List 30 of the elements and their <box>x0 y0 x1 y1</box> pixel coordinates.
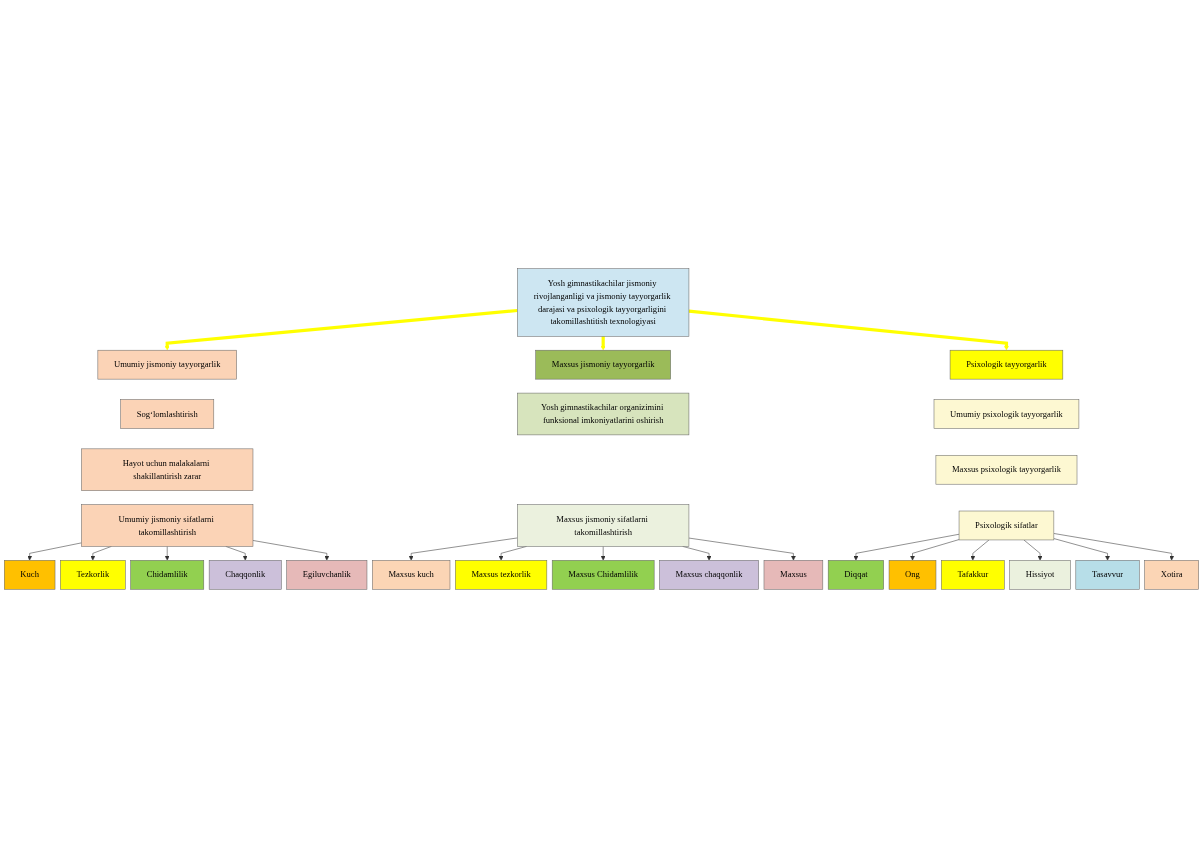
node-box: Tafakkur <box>941 560 1005 590</box>
node-box: Maxsus jismoniy tayyorgarlik <box>535 349 671 380</box>
node-box: Hissiyot <box>1009 560 1071 590</box>
node-box: Kuch <box>4 560 56 590</box>
node-box: Psixologik sifatlar <box>958 510 1055 541</box>
node-box: Diqqat <box>827 560 884 590</box>
node-box: Ong <box>888 560 937 590</box>
node-box: Maxsus chaqqonlik <box>659 560 759 590</box>
node-box: Xotira <box>1144 560 1199 590</box>
node-box: Maxsus psixologik tayyorgarlik <box>935 455 1078 485</box>
arrow <box>688 309 1009 351</box>
node-box: Chidamlilik <box>130 560 205 590</box>
node-box: Sog‘lomlashtirish <box>120 399 215 429</box>
node-box: Hayot uchun malakalarni shakillantirish zarar <box>81 448 254 491</box>
node-box: Umumiy psixologik tayyorgarlik <box>933 399 1080 429</box>
node-box: Chaqqonlik <box>208 560 282 590</box>
node-box: Yosh gimnastikachilar jismoniy rivojlanganligi va jismoniy tayyorgarlik darajasi va psixologik tayyorgarligini takomillashtitish texnologiyasi <box>517 268 690 337</box>
node-box: Psixologik tayyorgarlik <box>949 349 1064 380</box>
node-box: Maxsus tezkorlik <box>455 560 548 590</box>
node-box: Tezkorlik <box>60 560 126 590</box>
node-box: Maxsus <box>763 560 824 590</box>
node-box: Tasavvur <box>1075 560 1140 590</box>
node-box: Umumiy jismoniy sifatlarni takomillashtirish <box>81 504 254 547</box>
node-box: Yosh gimnastikachilar organizimini funksional imkoniyatlarini oshirish <box>517 392 690 436</box>
node-box: Umumiy jismoniy tayyorgarlik <box>97 349 237 380</box>
node-box: Maxsus Chidamlilik <box>551 560 655 590</box>
node-box: Maxsus kuch <box>372 560 451 590</box>
arrow <box>164 308 518 351</box>
node-box: Egiluvchanlik <box>286 560 368 590</box>
node-box: Maxsus jismoniy sifatlarni takomillashtirish <box>517 504 690 547</box>
